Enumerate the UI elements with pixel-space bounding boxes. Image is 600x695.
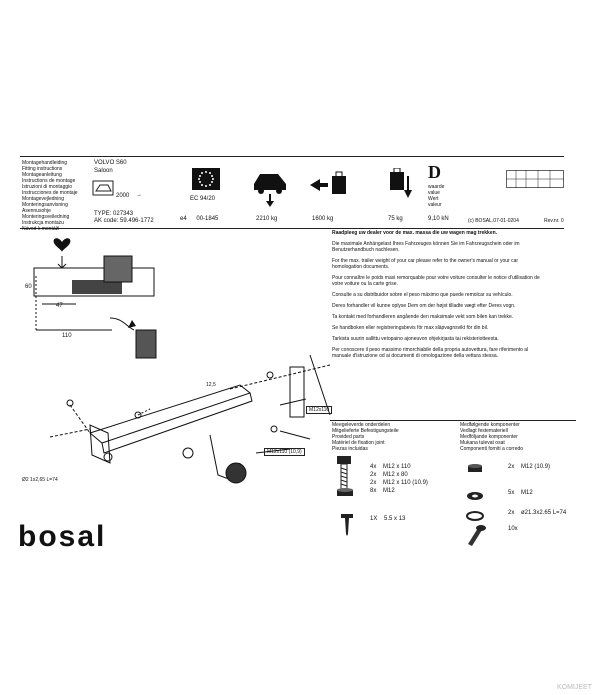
language-item: Montageanleitung <box>22 172 62 178</box>
language-item: Montagehandleiding <box>22 160 68 166</box>
part-row: 2x M12 x 110 (10.9) <box>370 480 428 486</box>
language-item: Istruzioni di montaggio <box>22 184 73 190</box>
d-word: value <box>428 190 440 196</box>
approval-number: 00-1845 <box>196 216 219 222</box>
washer-icon <box>466 488 484 506</box>
instructions-text: Raadpleeg uw dealer voor de max. massa d… <box>332 230 582 364</box>
instruction-paragraph: Ta kontakt med forhandleren angående den… <box>332 314 514 320</box>
d-word: Wert <box>428 196 439 202</box>
instruction-paragraph: Raadpleeg uw dealer voor de max. massa d… <box>332 230 498 236</box>
trailer-weight-icon <box>308 170 350 205</box>
dim-110: 110 <box>62 333 72 339</box>
type-value: 027343 <box>113 211 134 217</box>
mass-vertical: 75 kg <box>388 216 403 222</box>
d-word: valeur <box>428 202 442 208</box>
ak-label: AK code: <box>94 218 119 224</box>
d-letter: D <box>428 162 441 182</box>
label-m12x110: M12x110 <box>306 406 333 414</box>
language-item: Montagevejledning <box>22 196 64 202</box>
language-item: Návod k montáži <box>22 226 60 232</box>
vehicle-body: Saloon <box>94 168 113 174</box>
reference-code: (c) BOSAL.07-01-0204 <box>468 218 519 224</box>
nut-icon <box>466 462 484 480</box>
instruction-paragraph: Consulte a su distribuidor sobre el peso… <box>332 292 513 298</box>
screw-icon <box>340 514 354 541</box>
codes-grid <box>506 170 564 193</box>
type-label: TYPE: <box>94 211 112 217</box>
d-word: waarde <box>428 184 445 190</box>
part-row: 4x M12 x 110 <box>370 464 411 470</box>
part-row: 2x M12 (10.9) <box>508 464 551 470</box>
towbar-assembly-diagram <box>30 345 360 500</box>
language-item: Instrucciones de montaje <box>22 190 78 196</box>
label-m12x110-10-9: M12x110 (10,9) <box>264 448 305 456</box>
arrow-right-icon: → <box>136 192 142 198</box>
language-item: Asennusohje <box>22 208 51 214</box>
mounting-height-diagram <box>22 234 202 369</box>
lock-nut-icon <box>336 486 354 504</box>
instruction-paragraph: Deres forhandler vil kunne oplyse Dem om… <box>332 303 516 309</box>
language-item: Monteringsanvisning <box>22 202 68 208</box>
parts-header-left: Meegeleverde onderdelen Mitgelieferte Be… <box>332 422 399 452</box>
rivet-icon <box>466 522 488 551</box>
instruction-paragraph: For the max. trailer weight of your car … <box>332 258 519 270</box>
instruction-paragraph: Die maximale Anhängelast Ihres Fahrzeuge… <box>332 241 520 253</box>
language-item: Monteringsveiledning <box>22 214 70 220</box>
e-mark: e4 <box>180 216 187 222</box>
instruction-paragraph: Se handboken eller registreringsbevis fö… <box>332 325 489 331</box>
language-item: Instrukcja montażu <box>22 220 64 226</box>
vehicle-year: 2000 <box>116 193 130 199</box>
parts-header-right: Medfølgende komponenter Vedlagt festemat… <box>460 422 524 452</box>
brand-logo: bosal <box>18 520 107 553</box>
label-tube: Ø2 1x2,65 L=74 <box>22 477 58 483</box>
part-row: 10x <box>508 526 518 532</box>
car-weight-icon <box>250 168 290 213</box>
part-row: 1X 5.5 x 13 <box>370 516 406 522</box>
instruction-paragraph: Per conoscere il peso massimo rimorchiab… <box>332 347 529 359</box>
tube-icon <box>466 508 484 526</box>
instruction-paragraph: Pour connaître le poids maxi remorquable… <box>332 275 540 287</box>
vertical-load-icon <box>382 167 416 207</box>
part-row: 5x M12 <box>508 490 533 496</box>
language-item: Instructions de montage <box>22 178 76 184</box>
d-value: 9,10 kN <box>428 216 449 222</box>
part-row: 2x M12 x 80 <box>370 472 408 478</box>
dim-47: 47 <box>56 303 63 309</box>
part-row: 2x ø21.3x2.65 L=74 <box>508 510 567 516</box>
d-words: waarde value Wert valeur <box>428 184 444 208</box>
language-list: Montagehandleiding Fitting instructions … <box>22 160 84 232</box>
eu-flag-icon <box>192 168 220 195</box>
mass-total: 2210 kg <box>256 216 278 222</box>
language-item: Fitting instructions <box>22 166 63 172</box>
ec-label: EC 94/20 <box>190 196 216 202</box>
vehicle-model: VOLVO S60 <box>94 160 127 166</box>
car-side-icon <box>92 180 114 201</box>
dim-60: 60 <box>25 284 32 290</box>
ak-value: 59.496-1772 <box>120 218 154 224</box>
instruction-paragraph: Tarkista suurin sallittu vetopaino ajone… <box>332 336 499 342</box>
mass-trailer: 1600 kg <box>312 216 334 222</box>
label-num: 12,5 <box>206 382 216 388</box>
part-row: 8x M12 <box>370 488 395 494</box>
watermark: KOMIJEET <box>556 684 592 691</box>
revision-number: Rev.nr. 0 <box>544 218 564 224</box>
